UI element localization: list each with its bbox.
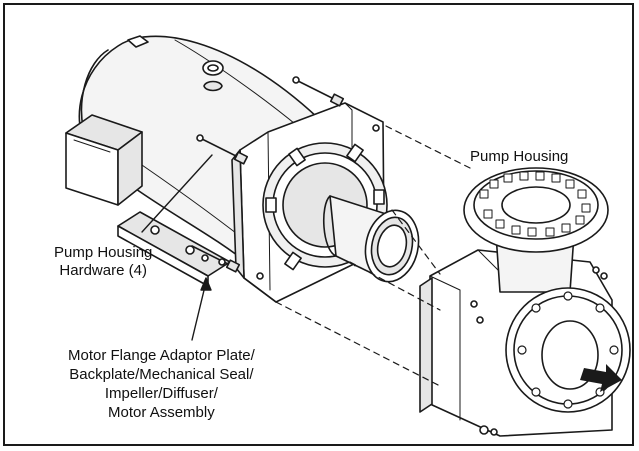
motor-assembly-label: Motor Flange Adaptor Plate/ Backplate/Me… <box>68 346 255 422</box>
pump-housing <box>419 167 631 437</box>
assembly-label-line-3: Impeller/Diffuser/ <box>104 385 218 402</box>
lifting-eye <box>202 60 224 92</box>
assembly-label-line-4: Motor Assembly <box>108 404 215 421</box>
pump-housing-label: Pump Housing <box>470 148 569 165</box>
impeller-assembly <box>322 195 420 283</box>
hardware-bolts <box>191 76 345 273</box>
hardware-label-line-2: Hardware (4) <box>59 262 147 279</box>
assembly-label-line-2: Backplate/Mechanical Seal/ <box>69 366 254 383</box>
junction-box <box>65 114 143 206</box>
alignment-lines <box>275 125 471 387</box>
pump-housing-hardware-label: Pump Housing Hardware (4) <box>54 244 152 280</box>
assembly-label-line-1: Motor Flange Adaptor Plate/ <box>68 347 255 364</box>
leader-lines <box>141 154 213 341</box>
hardware-label-line-1: Pump Housing <box>54 244 153 261</box>
flow-direction-arrow <box>580 364 622 392</box>
